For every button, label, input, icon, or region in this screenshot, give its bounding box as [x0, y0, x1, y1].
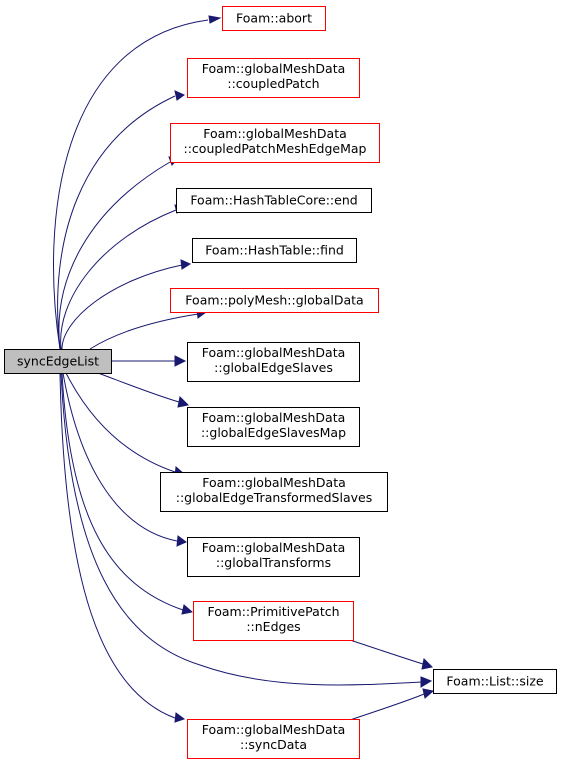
node-box: [192, 238, 357, 263]
edge-syncEdgeList-to-syncData: [59, 372, 186, 723]
edge-line: [89, 313, 199, 350]
edge-syncEdgeList-to-coupledPatchMeshEdgeMap: [58, 156, 179, 350]
node-label: Foam::List::size: [446, 674, 543, 689]
node-size[interactable]: Foam::List::size: [433, 669, 557, 694]
node-box: [187, 407, 360, 447]
node-globalData[interactable]: Foam::polyMesh::globalData: [170, 288, 379, 313]
arrowhead: [180, 259, 192, 270]
node-label: Foam::HashTableCore::end: [190, 193, 357, 208]
node-end[interactable]: Foam::HashTableCore::end: [176, 188, 372, 213]
node-box: [187, 537, 360, 577]
node-box: [160, 472, 388, 512]
node-box: [187, 719, 360, 759]
node-label: syncEdgeList: [17, 354, 99, 369]
edge-line: [65, 372, 176, 473]
edge-syncData-to-size: [349, 688, 435, 721]
node-label: ::globalEdgeSlavesMap: [201, 425, 346, 440]
edge-line: [61, 264, 183, 350]
edge-syncEdgeList-to-abort: [53, 15, 222, 350]
node-label: ::globalEdgeSlaves: [214, 360, 333, 375]
nodes-layer: syncEdgeList Foam::abortFoam::globalMeshD…: [4, 6, 557, 759]
edge-syncEdgeList-to-coupledPatch: [57, 90, 186, 350]
node-label: Foam::globalMeshData: [202, 345, 346, 360]
edge-line: [53, 19, 209, 350]
node-box: [433, 669, 557, 694]
node-label: Foam::globalMeshData: [202, 475, 346, 490]
node-label: Foam::abort: [236, 11, 312, 26]
edge-line: [61, 372, 184, 611]
node-syncData[interactable]: Foam::globalMeshData::syncData: [187, 719, 360, 759]
edge-syncEdgeList-to-end: [60, 204, 186, 350]
node-box: [187, 58, 360, 98]
node-box: [187, 342, 360, 382]
edge-line: [57, 95, 176, 350]
edge-nEdges-to-size: [349, 639, 434, 670]
node-globalTransforms[interactable]: Foam::globalMeshData::globalTransforms: [187, 537, 360, 577]
edge-syncEdgeList-to-find: [61, 259, 192, 350]
arrowhead: [176, 535, 187, 547]
node-label: Foam::polyMesh::globalData: [185, 293, 363, 308]
node-box: [193, 601, 354, 641]
node-globalEdgeSlavesMap[interactable]: Foam::globalMeshData::globalEdgeSlavesMa…: [187, 407, 360, 447]
arrowhead: [208, 15, 222, 24]
arrowhead: [420, 676, 433, 688]
node-syncEdgeList[interactable]: syncEdgeList: [4, 349, 112, 374]
edge-syncEdgeList-to-globalTransforms: [62, 372, 187, 547]
edge-line: [97, 372, 180, 403]
node-nEdges[interactable]: Foam::PrimitivePatch::nEdges: [193, 601, 354, 641]
node-label: Foam::globalMeshData: [202, 722, 346, 737]
node-globalEdgeSlaves[interactable]: Foam::globalMeshData::globalEdgeSlaves: [187, 342, 360, 382]
edge-syncEdgeList-to-globalEdgeSlaves: [111, 355, 187, 367]
edge-line: [59, 372, 176, 719]
node-box: [170, 288, 379, 313]
arrowhead: [174, 712, 186, 723]
node-coupledPatch[interactable]: Foam::globalMeshData::coupledPatch: [187, 58, 360, 98]
node-find[interactable]: Foam::HashTable::find: [192, 238, 357, 263]
node-globalEdgeTransformedSlaves[interactable]: Foam::globalMeshData::globalEdgeTransfor…: [160, 472, 388, 512]
node-coupledPatchMeshEdgeMap[interactable]: Foam::globalMeshData::coupledPatchMeshEd…: [170, 123, 380, 163]
arrowhead: [421, 657, 434, 670]
arrowhead: [177, 395, 190, 408]
edge-line: [58, 161, 171, 350]
node-label: ::coupledPatch: [227, 76, 319, 91]
arrowhead: [181, 604, 194, 615]
edge-syncEdgeList-to-nEdges: [61, 372, 194, 615]
edge-line: [62, 372, 178, 542]
node-label: Foam::HashTable::find: [205, 243, 344, 258]
edge-syncEdgeList-to-size: [60, 372, 433, 688]
node-label: Foam::globalMeshData: [202, 540, 346, 555]
node-box: [170, 123, 380, 163]
edge-line: [349, 639, 424, 665]
edge-line: [60, 209, 177, 350]
node-box: [176, 188, 372, 213]
edge-syncEdgeList-to-globalEdgeSlavesMap: [97, 372, 190, 408]
node-label: Foam::globalMeshData: [203, 126, 347, 141]
node-label: Foam::globalMeshData: [202, 61, 346, 76]
node-label: ::nEdges: [246, 619, 300, 634]
arrowhead: [174, 90, 186, 101]
node-label: ::globalTransforms: [216, 555, 331, 570]
edge-line: [349, 693, 425, 721]
node-label: Foam::globalMeshData: [202, 410, 346, 425]
arrowhead: [422, 688, 435, 699]
arrowhead: [174, 355, 187, 367]
node-abort[interactable]: Foam::abort: [222, 6, 326, 31]
edge-syncEdgeList-to-globalEdgeTransformedSlaves: [65, 372, 186, 477]
node-label: Foam::PrimitivePatch: [207, 604, 339, 619]
node-box: [4, 349, 112, 374]
edge-line: [60, 372, 423, 686]
node-box: [222, 6, 326, 31]
node-label: ::coupledPatchMeshEdgeMap: [184, 141, 367, 156]
node-label: ::globalEdgeTransformedSlaves: [176, 490, 372, 505]
node-label: ::syncData: [240, 737, 307, 752]
